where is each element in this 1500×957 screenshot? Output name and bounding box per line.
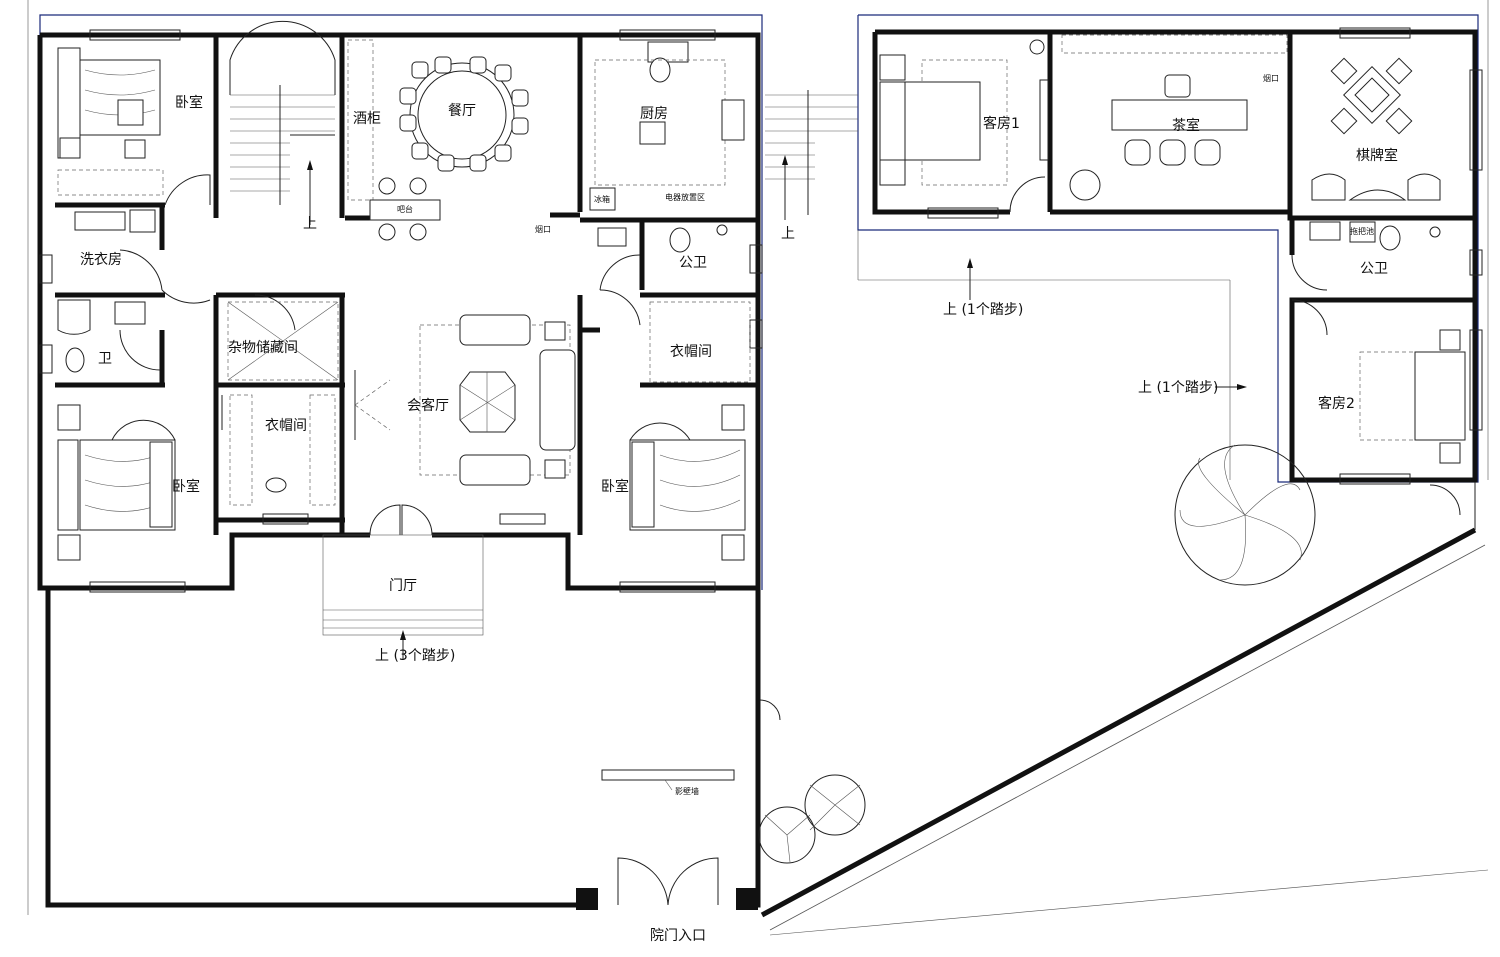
label-up-stair-e: 上 [781, 226, 795, 242]
kitchen-furniture [589, 41, 745, 211]
label-foyer: 门厅 [389, 578, 417, 594]
label-up-1b: 上 (1个踏步) [1138, 380, 1218, 396]
label-cloakroom-w: 衣帽间 [265, 418, 307, 434]
label-storage: 杂物储藏间 [228, 340, 298, 356]
storage-furniture [227, 301, 339, 506]
label-living: 会客厅 [407, 397, 449, 414]
label-mop-pool: 拖把池 [1350, 226, 1374, 236]
label-screen-wall: 影壁墙 [675, 786, 699, 796]
stair-west [229, 20, 336, 225]
label-bar: 吧台 [397, 204, 413, 214]
label-chess: 棋牌室 [1356, 147, 1398, 164]
east-rooms-furniture [597, 224, 751, 561]
label-bedroom-nw: 卧室 [175, 94, 203, 111]
tree-small-icon [758, 774, 866, 864]
label-public-wc-e: 公卫 [679, 255, 707, 271]
label-public-wc-ne: 公卫 [1360, 261, 1388, 277]
label-guest1: 客房1 [983, 115, 1020, 132]
label-up-1a: 上 (1个踏步) [943, 302, 1023, 318]
doors-main [119, 174, 781, 721]
label-wine-cabinet: 酒柜 [353, 111, 381, 127]
main-walls [37, 32, 761, 591]
label-up-stair-w: 上 [303, 216, 317, 232]
label-flue: 烟口 [535, 225, 551, 234]
label-yard-gate: 院门入口 [650, 928, 706, 944]
arrow-icons [967, 258, 1247, 390]
tree-icons [758, 444, 1316, 864]
dining-furniture [347, 39, 529, 241]
guest1-furniture [879, 39, 1049, 186]
label-bedroom-se: 卧室 [601, 478, 629, 495]
label-fridge: 冰箱 [594, 194, 610, 204]
label-tea: 茶室 [1172, 117, 1200, 134]
label-appliance-area: 电器放置区 [665, 192, 705, 202]
boundary-wall [760, 482, 1486, 931]
label-bath-w: 卫 [98, 351, 112, 367]
windows-main [39, 29, 763, 593]
label-up-3: 上 (3个踏步) [375, 648, 455, 664]
bedroom-sw-furniture [57, 404, 176, 561]
chess-furniture [1311, 57, 1441, 201]
label-bedroom-sw: 卧室 [172, 478, 200, 495]
tree-large-icon [1174, 444, 1316, 586]
east-wing-walls [872, 27, 1483, 516]
guest2-furniture [1359, 329, 1466, 464]
foyer-steps [322, 534, 484, 660]
label-dining: 餐厅 [448, 103, 476, 119]
tea-furniture [1061, 34, 1288, 201]
courtyard-wall [45, 590, 761, 910]
label-laundry: 洗衣房 [80, 252, 122, 268]
label-cloakroom-e: 衣帽间 [670, 344, 712, 360]
label-guest2: 客房2 [1318, 395, 1355, 412]
laundry-furniture [57, 209, 156, 373]
living-furniture [419, 314, 576, 486]
ne-wc-furniture [1309, 221, 1441, 251]
bedroom-nw-furniture [57, 47, 164, 196]
label-flue2: 烟口 [1263, 74, 1279, 83]
label-kitchen: 厨房 [640, 106, 668, 122]
